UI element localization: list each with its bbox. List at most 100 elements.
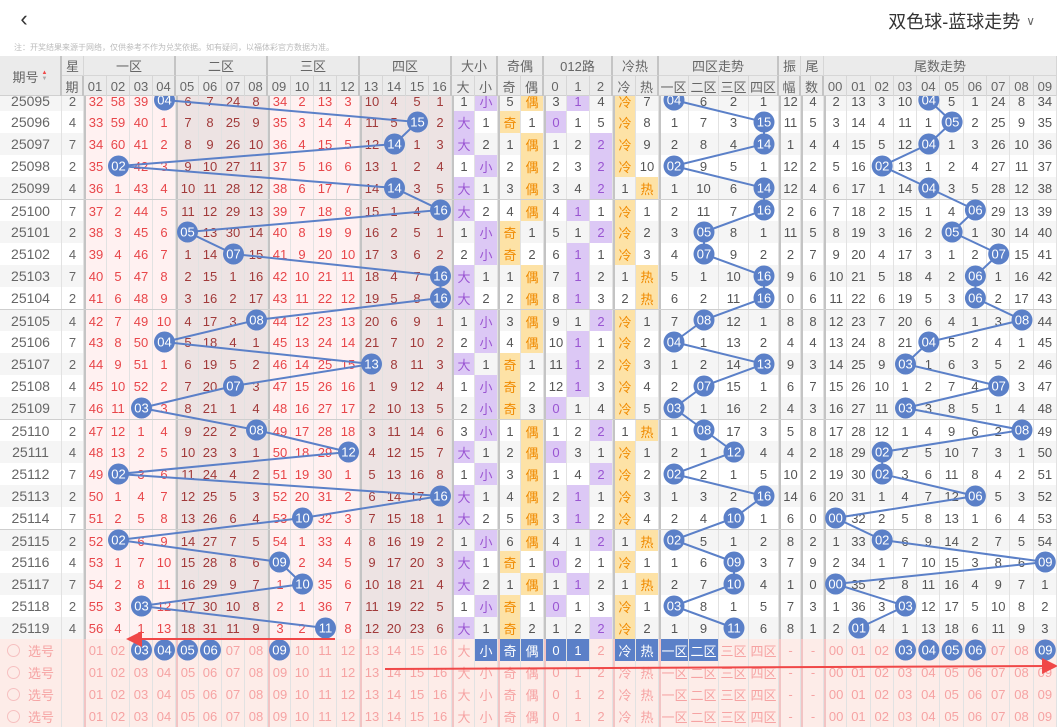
sel-ball[interactable]: 03 [130, 661, 153, 683]
sel-ball[interactable]: 10 [291, 683, 314, 705]
sel-tail-dash[interactable]: - [801, 683, 824, 705]
sel-tail[interactable] [917, 639, 941, 661]
sel-ball[interactable]: 13 [360, 639, 383, 661]
sel-ball[interactable]: 09 [268, 683, 291, 705]
sel-temp[interactable]: 热 [636, 705, 659, 727]
sel-route[interactable]: 1 [567, 683, 590, 705]
sel-zone[interactable]: 一区 [659, 661, 689, 683]
sel-ball[interactable]: 03 [130, 683, 153, 705]
sel-tail[interactable]: 02 [870, 661, 894, 683]
sel-tail[interactable]: 09 [1033, 683, 1057, 705]
sel-tail[interactable]: 04 [917, 705, 941, 727]
sel-ball[interactable]: 05 [176, 683, 199, 705]
sel-route[interactable]: 2 [590, 683, 613, 705]
selection-label[interactable]: 选号 [0, 661, 62, 683]
radio-circle-icon[interactable] [6, 665, 20, 679]
sel-temp[interactable]: 热 [636, 661, 659, 683]
sel-route[interactable]: 2 [590, 661, 613, 683]
sel-ball[interactable]: 15 [406, 683, 429, 705]
sel-ball[interactable]: 01 [84, 705, 107, 727]
sel-zone[interactable]: 三区 [719, 683, 749, 705]
sel-parity[interactable]: 偶 [521, 639, 544, 661]
sel-ball[interactable]: 02 [107, 639, 130, 661]
sel-zone[interactable]: 四区 [749, 639, 779, 661]
sel-size[interactable]: 小 [475, 661, 498, 683]
radio-circle-icon[interactable] [6, 709, 20, 723]
sel-route[interactable]: 1 [567, 661, 590, 683]
sel-ball[interactable]: 11 [314, 705, 337, 727]
selection-label[interactable]: 选号 [0, 705, 62, 727]
sel-tail[interactable]: 00 [824, 705, 848, 727]
sel-zone[interactable]: 二区 [689, 661, 719, 683]
sel-tail-dash[interactable]: - [801, 661, 824, 683]
sel-ball[interactable]: 09 [268, 705, 291, 727]
sel-parity[interactable]: 奇 [498, 639, 521, 661]
sel-ball[interactable]: 04 [153, 705, 176, 727]
sel-tail[interactable]: 08 [1010, 661, 1034, 683]
sel-tail[interactable]: 02 [870, 705, 894, 727]
sel-ball[interactable]: 07 [222, 705, 245, 727]
sel-size[interactable]: 大 [452, 683, 475, 705]
sel-temp[interactable]: 热 [636, 639, 659, 661]
sel-tail-dash[interactable]: - [801, 639, 824, 661]
sel-parity[interactable]: 奇 [498, 683, 521, 705]
sel-ball[interactable]: 14 [383, 639, 406, 661]
sel-parity[interactable]: 偶 [521, 705, 544, 727]
sel-tail[interactable]: 00 [824, 683, 848, 705]
issue-header-label[interactable]: 期号 [12, 69, 39, 85]
sel-ball[interactable]: 01 [84, 661, 107, 683]
sel-tail[interactable]: 04 [917, 661, 941, 683]
sel-ball[interactable]: 04 [153, 683, 176, 705]
sel-tail[interactable] [940, 639, 964, 661]
sel-route[interactable]: 2 [590, 639, 613, 661]
sel-tail[interactable]: 01 [847, 661, 871, 683]
sel-tail[interactable]: 09 [1033, 705, 1057, 727]
sel-temp[interactable]: 热 [636, 683, 659, 705]
sel-ball[interactable] [199, 639, 222, 661]
sel-ball[interactable]: 15 [406, 705, 429, 727]
sel-ball[interactable] [176, 639, 199, 661]
sel-ball[interactable]: 07 [222, 639, 245, 661]
header-issue[interactable]: 期号▲▼ [0, 56, 62, 96]
sel-ball[interactable]: 08 [245, 683, 268, 705]
sel-parity[interactable]: 奇 [498, 661, 521, 683]
sel-ball[interactable] [153, 639, 176, 661]
sel-tail[interactable]: 09 [1033, 661, 1057, 683]
sel-ball[interactable]: 12 [337, 661, 360, 683]
sel-tail[interactable]: 08 [1010, 705, 1034, 727]
sel-ball[interactable]: 14 [383, 683, 406, 705]
sort-icon[interactable]: ▲▼ [41, 70, 48, 82]
sel-zone[interactable]: 二区 [689, 639, 719, 661]
sel-tail[interactable] [893, 639, 918, 661]
sel-ball[interactable]: 13 [360, 661, 383, 683]
sel-ball[interactable]: 01 [84, 639, 107, 661]
sel-amplitude-dash[interactable]: - [779, 705, 801, 727]
sel-tail[interactable] [1033, 639, 1057, 661]
chevron-left-icon[interactable]: ‹ [20, 6, 28, 31]
sel-tail[interactable]: 08 [1010, 683, 1034, 705]
back-button[interactable]: ‹ [12, 4, 36, 34]
sel-ball[interactable]: 14 [383, 705, 406, 727]
page-title[interactable]: 双色球-蓝球走势 [888, 12, 1021, 32]
sel-tail[interactable]: 01 [847, 639, 871, 661]
sel-parity[interactable]: 偶 [521, 661, 544, 683]
sel-ball[interactable]: 12 [337, 683, 360, 705]
sel-route[interactable]: 1 [567, 705, 590, 727]
sel-tail[interactable]: 08 [1010, 639, 1034, 661]
sel-size[interactable]: 大 [452, 661, 475, 683]
sel-zone[interactable]: 一区 [659, 639, 689, 661]
sel-ball[interactable]: 14 [383, 661, 406, 683]
sel-route[interactable]: 0 [544, 661, 567, 683]
chevron-down-icon[interactable]: ∨ [1026, 14, 1035, 28]
